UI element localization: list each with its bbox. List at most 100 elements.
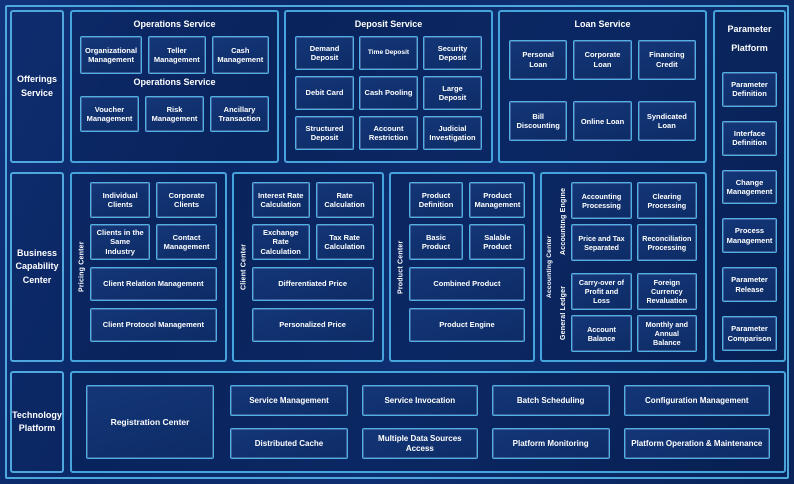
client-box: Personalized Price [251, 308, 374, 342]
client-box: Interest Rate Calculation [251, 182, 310, 218]
loan-service-body: Personal Loan Corporate Loan Financing C… [500, 29, 705, 160]
tech-box: Batch Scheduling [491, 385, 610, 416]
loan-box: Financing Credit [637, 39, 696, 80]
deposit-box: Judicial Investigation [423, 116, 482, 150]
product-center-label: Product Center [397, 240, 405, 294]
diagram-layout: Offerings Service Business Capability Ce… [10, 10, 786, 473]
client-center-label: Client Center [240, 243, 248, 291]
accounting-engine-label: Accounting Engine [560, 187, 568, 256]
technology-platform-grid: Service Management Service Invocation Ba… [230, 385, 770, 459]
parameter-platform-title: Parameter Platform [727, 24, 772, 53]
tech-box: Service Management [230, 385, 348, 416]
technology-platform-rail: Technology Platform [10, 371, 64, 473]
pricing-box: Client Protocol Management [90, 308, 217, 342]
operations-service-body: Organizational Management Teller Managem… [72, 29, 277, 160]
operations-box: Voucher Management [80, 96, 139, 132]
loan-box: Syndicated Loan [637, 101, 696, 142]
pricing-center-panel: Pricing Center Individual Clients Corpor… [70, 172, 227, 362]
product-box: Basic Product [408, 224, 464, 260]
product-box: Product Management [469, 182, 526, 218]
product-box: Product Definition [408, 182, 464, 218]
tech-box: Configuration Management [623, 385, 770, 416]
deposit-service-panel: Deposit Service Demand Deposit Time Depo… [284, 10, 493, 163]
accounting-box: Price and Tax Separated [571, 224, 632, 261]
deposit-box: Large Deposit [423, 76, 482, 110]
accounting-engine-group: Accounting Engine Accounting Processing … [556, 182, 697, 261]
deposit-box: Structured Deposit [295, 116, 354, 150]
loan-box: Corporate Loan [573, 39, 632, 80]
accounting-center-panel: Accounting Center Accounting Engine Acco… [540, 172, 707, 362]
parameter-box: Parameter Release [722, 267, 777, 303]
tech-box: Platform Operation & Maintenance [623, 428, 770, 459]
operations-service-subtitle: Operations Service [133, 77, 216, 87]
parameter-box: Interface Definition [722, 120, 777, 156]
accounting-box: Reconciliation Processing [636, 224, 697, 261]
general-ledger-group: General Ledger Carry-over of Profit and … [556, 273, 697, 352]
ledger-box: Monthly and Annual Balance [636, 315, 697, 352]
loan-row-1: Personal Loan Corporate Loan Financing C… [509, 39, 696, 80]
technology-platform-panel: Registration Center Service Management S… [70, 371, 786, 473]
operations-box: Risk Management [145, 96, 204, 132]
loan-box: Online Loan [573, 101, 632, 142]
parameter-box: Process Management [722, 218, 777, 254]
client-box: Rate Calculation [315, 182, 374, 218]
accounting-center-body: Accounting Engine Accounting Processing … [556, 182, 697, 352]
accounting-box: Clearing Processing [636, 182, 697, 219]
pricing-box: Client Relation Management [90, 267, 217, 301]
parameter-box: Change Management [722, 169, 777, 205]
deposit-box: Debit Card [295, 76, 354, 110]
offerings-service-rail: Offerings Service [10, 10, 64, 163]
operations-service-panel: Operations Service Organizational Manage… [70, 10, 279, 163]
tech-box: Service Invocation [362, 385, 478, 416]
product-center-panel: Product Center Product Definition Produc… [388, 172, 536, 362]
deposit-box: Demand Deposit [295, 36, 354, 70]
loan-service-title: Loan Service [574, 19, 631, 29]
operations-box: Ancillary Transaction [210, 96, 269, 132]
operations-service-title: Operations Service [133, 19, 216, 29]
general-ledger-label: General Ledger [560, 285, 568, 340]
client-box: Tax Rate Calculation [315, 224, 374, 260]
accounting-box: Accounting Processing [571, 182, 632, 219]
operations-box: Organizational Management [80, 36, 143, 74]
pricing-grid: Individual Clients Corporate Clients Cli… [90, 182, 217, 260]
client-box: Differentiated Price [251, 267, 374, 301]
ledger-box: Foreign Currency Revaluation [636, 273, 697, 310]
product-box: Combined Product [408, 267, 526, 301]
parameter-platform-panel: Parameter Platform Parameter Definition … [713, 10, 786, 362]
client-center-body: Interest Rate Calculation Rate Calculati… [251, 182, 374, 352]
deposit-service-title: Deposit Service [354, 19, 423, 29]
accounting-engine-grid: Accounting Processing Clearing Processin… [571, 182, 697, 261]
operations-row-1: Organizational Management Teller Managem… [80, 36, 269, 74]
pricing-center-body: Individual Clients Corporate Clients Cli… [90, 182, 217, 352]
loan-service-panel: Loan Service Personal Loan Corporate Loa… [498, 10, 707, 163]
ledger-box: Carry-over of Profit and Loss [571, 273, 632, 310]
business-capability-center-rail: Business Capability Center [10, 172, 64, 362]
deposit-service-body: Demand Deposit Time Deposit Security Dep… [286, 29, 491, 159]
product-box: Product Engine [408, 308, 526, 342]
pricing-box: Contact Management [156, 224, 217, 260]
operations-row-2: Voucher Management Risk Management Ancil… [80, 96, 269, 132]
deposit-box: Account Restriction [359, 116, 418, 150]
loan-row-2: Bill Discounting Online Loan Syndicated … [509, 101, 696, 142]
pricing-box: Clients in the Same Industry [90, 224, 151, 260]
tech-box: Multiple Data Sources Access [362, 428, 478, 459]
loan-box: Personal Loan [509, 39, 568, 80]
operations-box: Teller Management [148, 36, 206, 74]
product-box: Salable Product [469, 224, 526, 260]
loan-box: Bill Discounting [509, 101, 568, 142]
accounting-center-label: Accounting Center [546, 235, 554, 299]
product-grid: Product Definition Product Management Ba… [408, 182, 526, 260]
parameter-box: Parameter Definition [722, 71, 777, 107]
tech-box: Distributed Cache [230, 428, 348, 459]
deposit-box: Cash Pooling [359, 76, 418, 110]
client-grid: Interest Rate Calculation Rate Calculati… [251, 182, 374, 260]
top-services-row: Operations Service Organizational Manage… [70, 10, 707, 163]
operations-box: Cash Management [211, 36, 269, 74]
capability-centers-row: Pricing Center Individual Clients Corpor… [70, 172, 707, 362]
general-ledger-grid: Carry-over of Profit and Loss Foreign Cu… [571, 273, 697, 352]
pricing-box: Individual Clients [90, 182, 151, 218]
pricing-box: Corporate Clients [156, 182, 217, 218]
tech-box: Platform Monitoring [491, 428, 610, 459]
client-box: Exchange Rate Calculation [251, 224, 310, 260]
